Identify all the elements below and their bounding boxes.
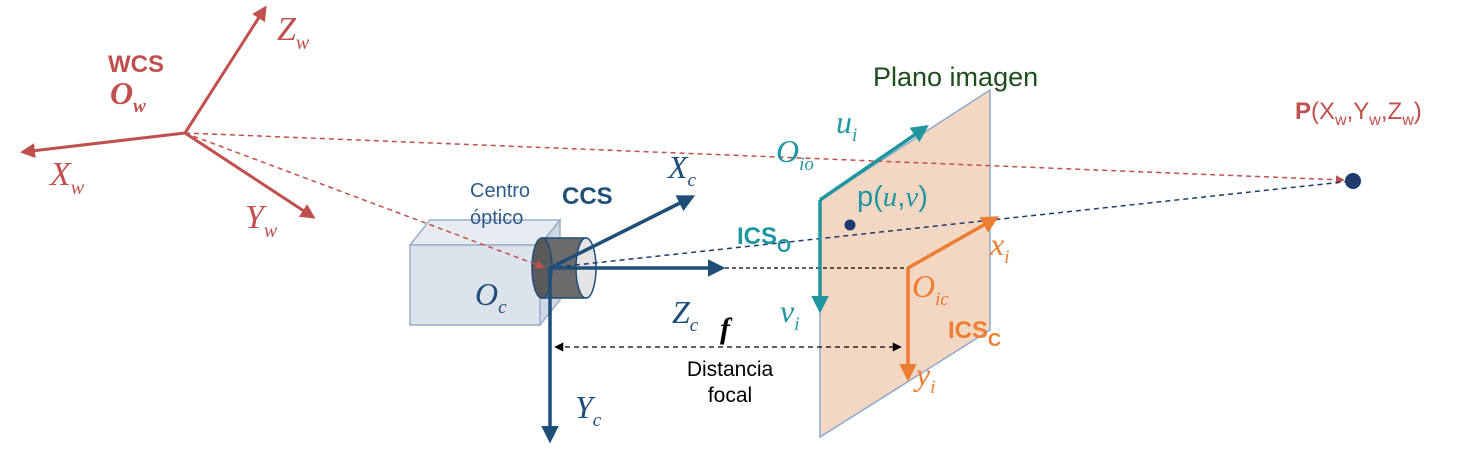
image-point-label: p(u,v): [857, 181, 928, 213]
ccs-title: CCS: [562, 183, 613, 210]
focal-symbol: f: [720, 312, 733, 345]
ics-o-u-axis: [819, 125, 929, 202]
ics-c-origin-label: Oic: [912, 268, 949, 310]
world-point-label: P(Xw,Yw,Zw): [1295, 98, 1422, 129]
ccs-y-label: Yc: [575, 389, 602, 431]
wcs-y-axis: [184, 131, 316, 219]
ics-o-axes: [811, 125, 929, 314]
ics-c-axes: [899, 216, 1000, 382]
ray-world-to-point: [184, 132, 1345, 185]
wcs-x-label: Xw: [48, 156, 85, 199]
ccs-x-label: Xc: [666, 149, 697, 191]
wcs-y-label: Yw: [245, 199, 278, 242]
ics-c-x-label: xi: [989, 226, 1009, 268]
ics-o-title: ICSO: [737, 223, 791, 256]
wcs-origin-label: Ow: [110, 75, 146, 117]
ics-c-y-label: yi: [913, 356, 935, 398]
image-point-marker: [844, 219, 856, 231]
wcs-z-label: Zw: [277, 11, 310, 54]
wcs-x-axis: [20, 131, 186, 159]
ccs-x-axis: [549, 195, 696, 270]
optical-center-label-line2: óptico: [470, 207, 523, 229]
focal-label-line2: focal: [708, 384, 752, 407]
plane-title: Plano imagen: [873, 62, 1038, 92]
wcs-z-axis: [183, 5, 267, 134]
wcs-axes: [20, 5, 316, 219]
wcs-title: WCS: [108, 51, 164, 78]
ccs-axes: [541, 195, 726, 444]
ics-o-v-label: vi: [780, 293, 799, 335]
ccs-origin-label: Oc: [475, 276, 507, 318]
ics-o-origin-label: Oio: [776, 133, 814, 175]
ics-o-u-label: ui: [836, 104, 857, 146]
world-point-marker: [1345, 173, 1361, 189]
ccs-z-label: Zc: [672, 294, 699, 336]
ray-world-to-camera: [184, 132, 545, 269]
ics-c-title: ICSC: [948, 317, 1001, 350]
focal-label-line1: Distancia: [687, 358, 774, 381]
ics-c-x-axis: [907, 216, 1000, 270]
optical-center-label-line1: Centro: [470, 180, 530, 202]
